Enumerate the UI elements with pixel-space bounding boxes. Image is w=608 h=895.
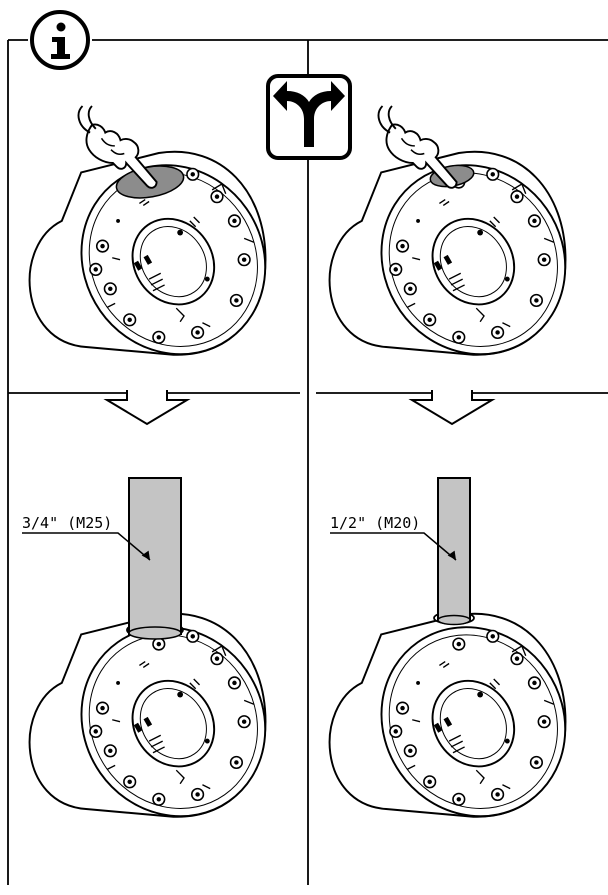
svg-text:3/4" (M25): 3/4" (M25)	[22, 514, 112, 532]
conduit-label-left: 3/4" (M25)	[22, 514, 151, 561]
junction-box-top-right	[328, 128, 604, 392]
conduit-label-right: 1/2" (M20)	[330, 514, 457, 561]
conduit-large	[126, 477, 184, 640]
info-icon	[30, 10, 90, 70]
fork-arrows-icon	[266, 74, 352, 160]
down-arrow-left	[106, 389, 188, 425]
down-arrow-right	[411, 389, 493, 425]
junction-box-bottom-right	[328, 590, 604, 854]
svg-text:1/2" (M20): 1/2" (M20)	[330, 514, 420, 532]
junction-box-top-left	[28, 128, 304, 392]
